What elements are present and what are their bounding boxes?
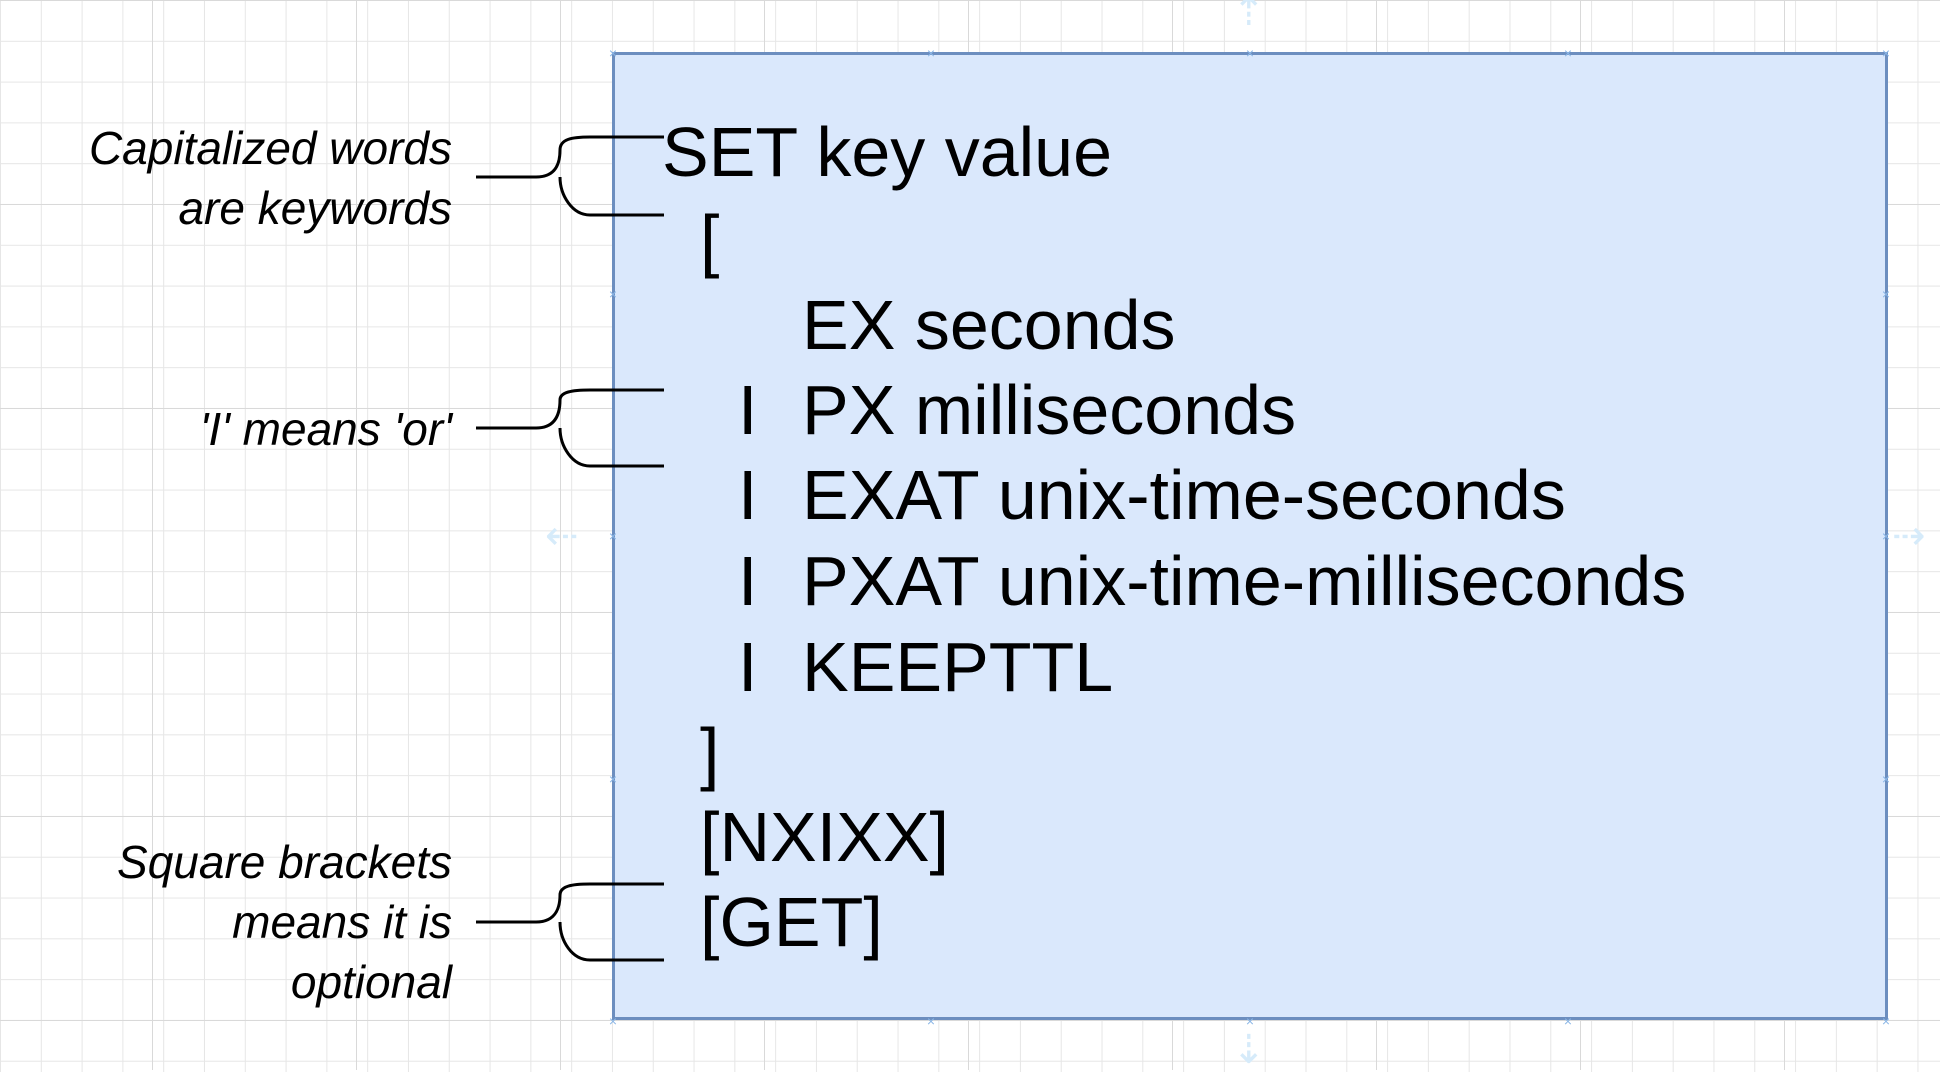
resize-handle-w1[interactable]: × xyxy=(608,286,618,302)
resize-handle-n1[interactable]: × xyxy=(926,45,936,61)
resize-handle-e2[interactable]: × xyxy=(1881,771,1891,787)
syntax-line-nx-xx: [NXIXX] xyxy=(700,798,949,876)
annotation-optional-line-1: Square brackets xyxy=(117,836,452,888)
resize-handle-s[interactable]: × xyxy=(1245,1013,1255,1029)
or-marker: I xyxy=(738,371,758,449)
annotation-keywords-line-1: Capitalized words xyxy=(88,122,452,174)
connect-arrow-up-icon[interactable]: ⇡ xyxy=(1232,0,1266,34)
syntax-line-open-bracket: [ xyxy=(700,201,720,279)
syntax-line-keepttl: KEEPTTL xyxy=(802,628,1114,706)
resize-handle-e[interactable]: × xyxy=(1881,528,1891,544)
syntax-line-close-bracket: ] xyxy=(700,714,720,792)
resize-handle-w[interactable]: × xyxy=(608,528,618,544)
brace-keywords xyxy=(476,135,664,217)
resize-handle-nw[interactable]: × xyxy=(608,45,618,61)
annotation-or-line-1: 'I' means 'or' xyxy=(199,403,452,455)
syntax-line-set: SET key value xyxy=(662,113,1113,191)
resize-handle-se[interactable]: × xyxy=(1881,1013,1891,1029)
brace-or xyxy=(476,388,664,468)
syntax-line-pxat: PXAT unix-time-milliseconds xyxy=(802,542,1687,620)
resize-handle-s2[interactable]: × xyxy=(1563,1013,1573,1029)
syntax-box[interactable] xyxy=(612,52,1888,1020)
annotation-optional-line-2: means it is xyxy=(232,896,452,948)
resize-handle-s1[interactable]: × xyxy=(926,1013,936,1029)
syntax-line-exat: EXAT unix-time-seconds xyxy=(802,456,1566,534)
resize-handle-ne[interactable]: × xyxy=(1881,45,1891,61)
resize-handle-n[interactable]: × xyxy=(1245,45,1255,61)
syntax-line-get: [GET] xyxy=(700,883,883,961)
annotation-keywords-line-2: are keywords xyxy=(178,182,452,234)
resize-handle-sw[interactable]: × xyxy=(608,1013,618,1029)
syntax-line-ex: EX seconds xyxy=(802,286,1176,364)
or-marker: I xyxy=(738,542,758,620)
annotation-keywords: Capitalized words are keywords xyxy=(20,118,452,238)
connect-arrow-down-icon[interactable]: ⇣ xyxy=(1232,1028,1266,1072)
resize-handle-w2[interactable]: × xyxy=(608,771,618,787)
annotation-optional: Square brackets means it is optional xyxy=(20,832,452,1012)
resize-handle-e1[interactable]: × xyxy=(1881,286,1891,302)
or-marker: I xyxy=(738,456,758,534)
syntax-line-px: PX milliseconds xyxy=(802,371,1297,449)
connect-arrow-left-icon[interactable]: ⇠ xyxy=(545,514,579,558)
or-marker: I xyxy=(738,628,758,706)
brace-optional xyxy=(476,882,664,962)
annotation-or: 'I' means 'or' xyxy=(20,399,452,459)
annotation-optional-line-3: optional xyxy=(290,956,452,1008)
resize-handle-n2[interactable]: × xyxy=(1563,45,1573,61)
connect-arrow-right-icon[interactable]: ⇢ xyxy=(1892,514,1926,558)
